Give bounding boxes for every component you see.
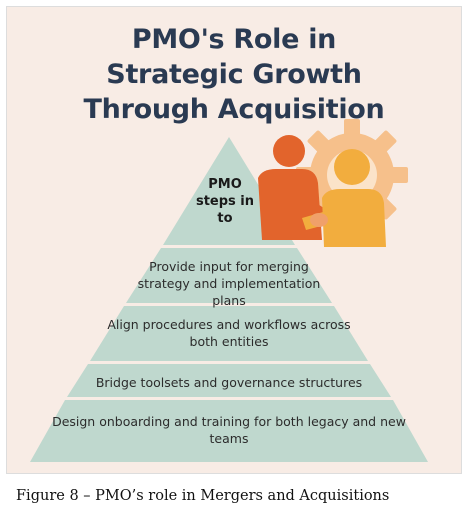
tier-4-label: Design onboarding and training for both …: [52, 414, 406, 446]
handshake-people-icon: [258, 135, 386, 247]
title-line-3: Through Acquisition: [83, 94, 385, 125]
tier-2-label: Align procedures and workflows across bo…: [107, 317, 351, 349]
pyramid-tier-4: [30, 400, 428, 462]
title-line-2: Strategic Growth: [106, 59, 362, 90]
title-line-1: PMO's Role in: [131, 24, 337, 55]
tier-3-label: Bridge toolsets and governance structure…: [95, 375, 363, 390]
figure-caption: Figure 8 – PMO’s role in Mergers and Acq…: [16, 488, 390, 504]
apex-label: PMO steps in to: [195, 177, 255, 226]
tier-1-label: Provide input for merging strategy and i…: [137, 259, 321, 308]
pyramid-tier-1: [126, 248, 332, 303]
pyramid-tier-3: [67, 364, 391, 397]
pyramid-tier-2: [90, 306, 368, 361]
